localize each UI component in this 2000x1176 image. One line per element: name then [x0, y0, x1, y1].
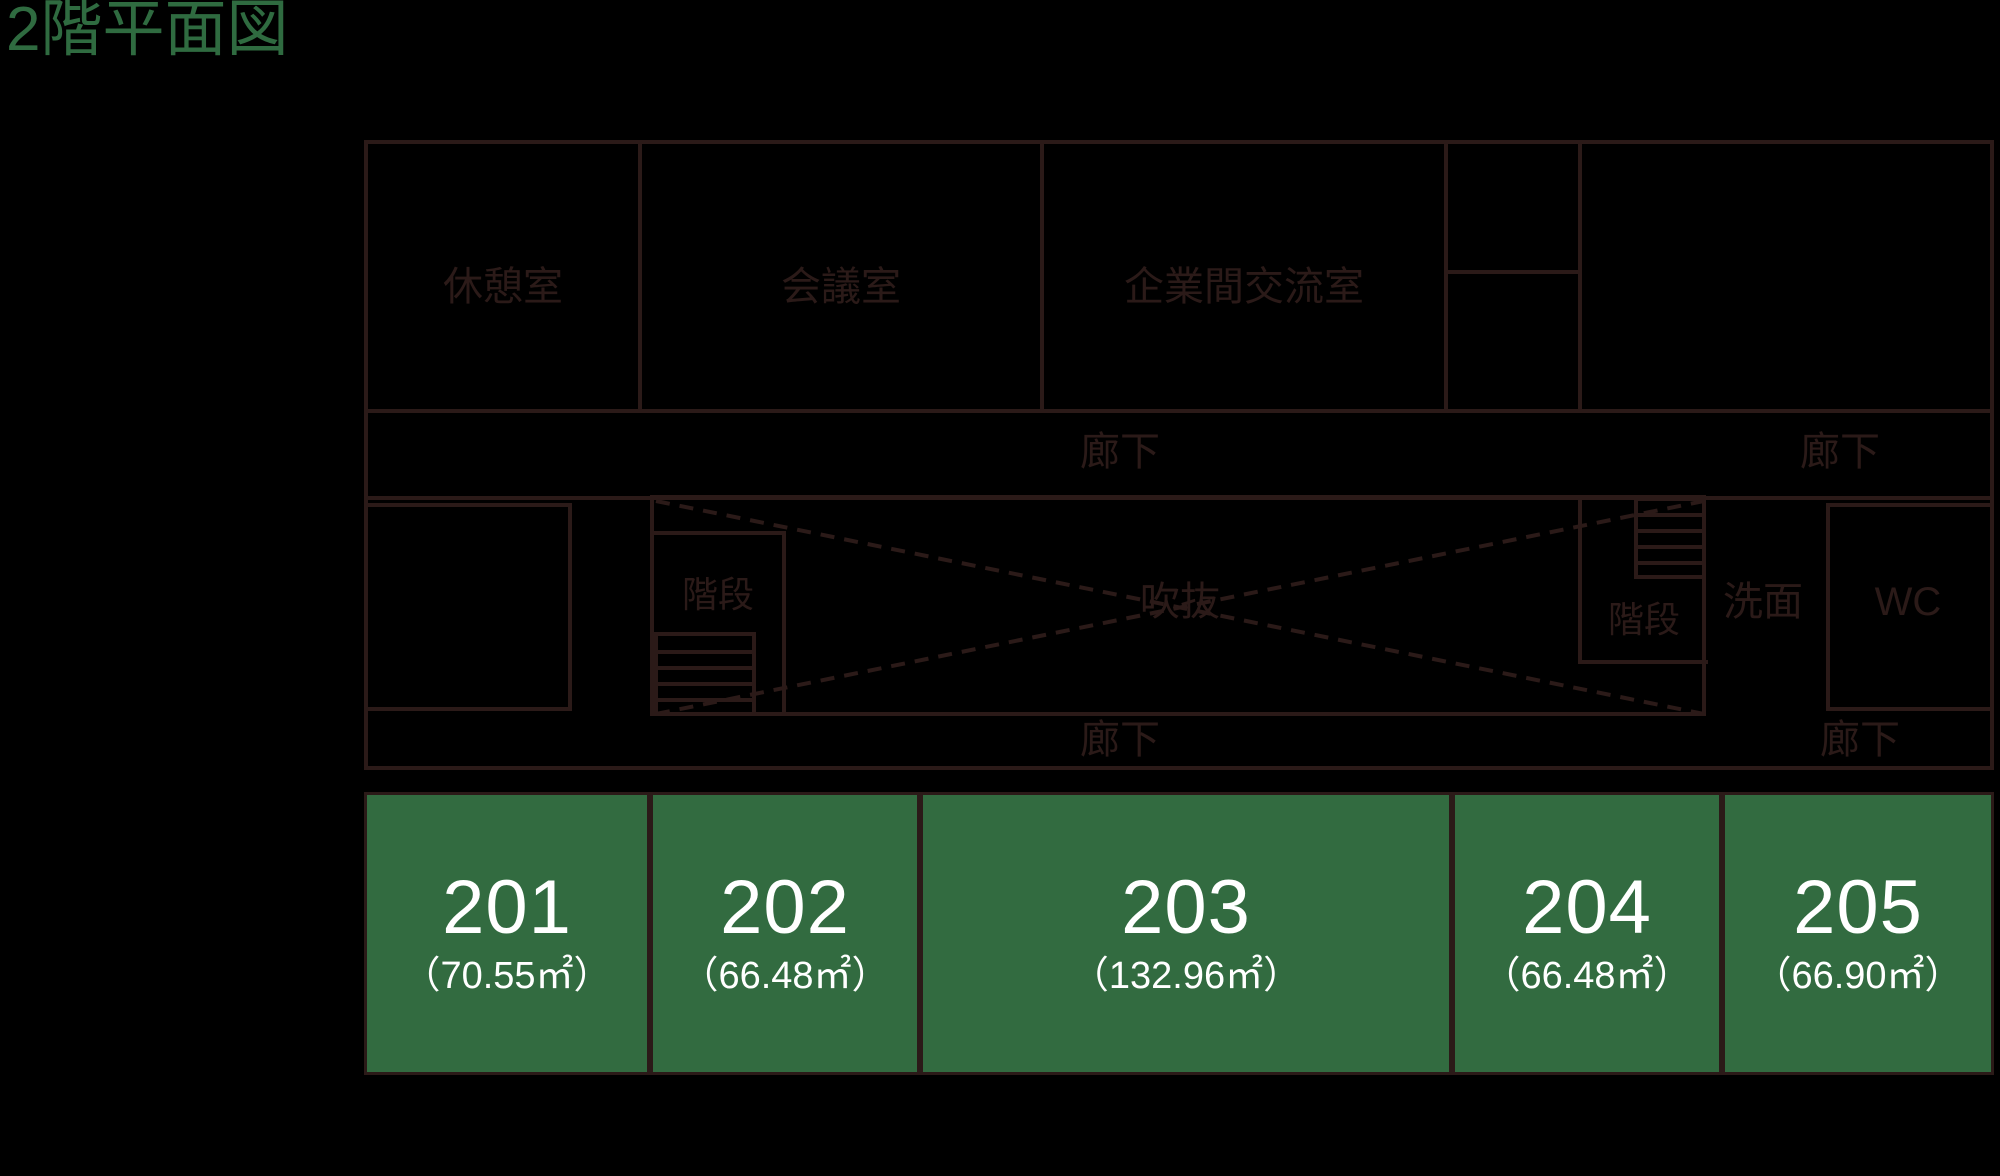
corridor-label-lower-right: 廊下 — [1820, 718, 1900, 762]
unit-area: （70.55㎡） — [402, 954, 612, 997]
unit-area: （66.48㎡） — [680, 954, 890, 997]
room-label-wc: WC — [1874, 580, 1942, 624]
room-label-lounge: 休憩室 — [443, 265, 563, 309]
room-label-washbasin: 洗面 — [1723, 580, 1803, 624]
top-band-outer-bottom-wall — [364, 409, 1994, 413]
partition-service-shaft-split — [1444, 270, 1582, 274]
unit-201[interactable]: 201 （70.55㎡） — [364, 792, 650, 1075]
unit-204[interactable]: 204 （66.48㎡） — [1452, 792, 1722, 1075]
unit-area: （132.96㎡） — [1070, 954, 1302, 997]
stair-left-box-right-wall — [782, 531, 786, 716]
partition-service-right — [1578, 140, 1582, 413]
atrium-enclosure-top-wall — [650, 495, 1706, 499]
room-label-stair-right: 階段 — [1607, 599, 1680, 640]
corridor-label-upper-right: 廊下 — [1800, 430, 1880, 474]
stair-right-box-bottom-wall — [1578, 660, 1708, 664]
room-label-stair-left: 階段 — [681, 574, 754, 615]
partition-meeting-exchange — [1040, 140, 1044, 413]
room-label-meeting: 会議室 — [781, 265, 901, 309]
unit-area: （66.48㎡） — [1482, 954, 1692, 997]
partition-lounge-meeting — [638, 140, 642, 413]
middle-band-bottom-wall — [364, 766, 1994, 770]
top-band-left-wall — [364, 140, 368, 413]
stair-left-box-top-wall — [654, 531, 786, 535]
top-band-outer-top-wall — [364, 140, 1994, 144]
stair-right-box-left-wall — [1578, 497, 1582, 664]
unit-area: （66.90㎡） — [1753, 954, 1963, 997]
unit-203[interactable]: 203 （132.96㎡） — [920, 792, 1452, 1075]
page-title: 2階平面図 — [6, 0, 289, 64]
top-band-right-wall — [1990, 140, 1994, 413]
room-label-exchange: 企業間交流室 — [1124, 265, 1364, 309]
unit-202[interactable]: 202 （66.48㎡） — [650, 792, 920, 1075]
atrium-enclosure-bottom-wall — [650, 712, 1706, 716]
stair-left-treads — [654, 632, 756, 716]
room-label-atrium: 吹抜 — [1140, 580, 1220, 624]
corridor-label-lower-main: 廊下 — [1080, 718, 1160, 762]
unit-number: 204 — [1522, 864, 1652, 950]
unit-205[interactable]: 205 （66.90㎡） — [1722, 792, 1994, 1075]
atrium-enclosure-left-wall — [650, 495, 654, 716]
unit-number: 203 — [1121, 864, 1251, 950]
upper-corridor-right-wall — [1990, 413, 1994, 500]
corridor-label-upper-main: 廊下 — [1080, 430, 1160, 474]
stair-right-treads — [1634, 497, 1706, 579]
room-box-wc — [1826, 503, 1994, 711]
partition-exchange-service — [1444, 140, 1448, 413]
unit-number: 205 — [1793, 864, 1923, 950]
unit-number: 201 — [442, 864, 572, 950]
unit-number: 202 — [720, 864, 850, 950]
upper-corridor-left-wall — [364, 413, 368, 500]
room-box-left-blank — [364, 503, 572, 711]
